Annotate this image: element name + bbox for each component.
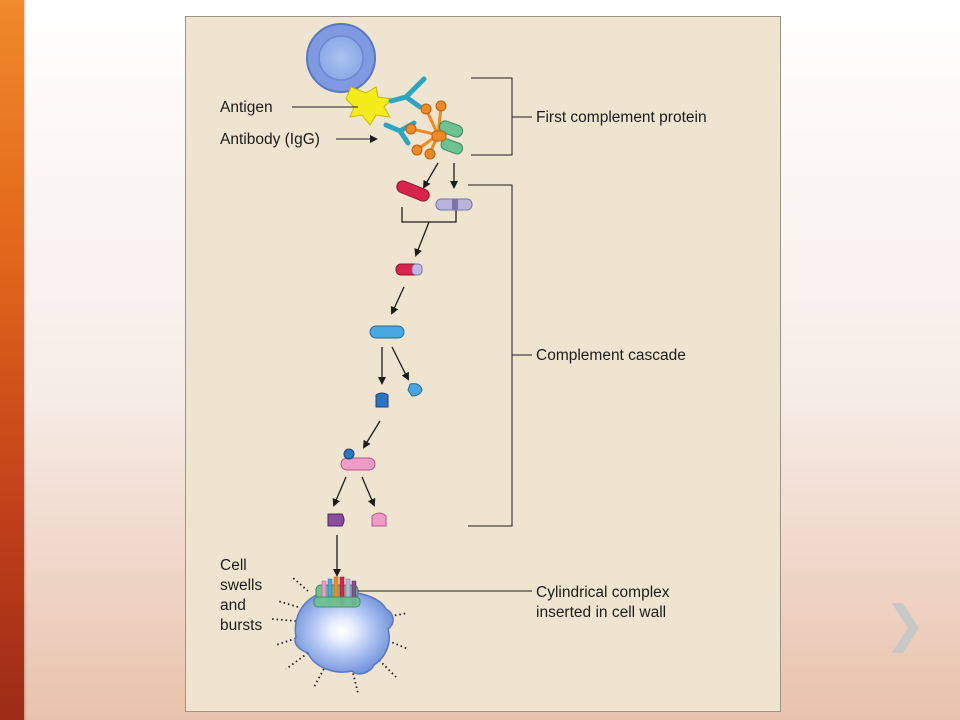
cell-label-line4: bursts <box>220 617 262 634</box>
first-complement-protein <box>405 100 464 160</box>
left-accent-bar <box>0 0 27 720</box>
complement-diagram: Antigen Antibody (IgG) First complement … <box>220 23 707 694</box>
membrane-attack-complex <box>313 576 361 608</box>
antibody-shapes <box>383 76 427 146</box>
blue-fragment-long <box>369 325 405 339</box>
blue-fragment-small-left <box>375 392 389 408</box>
lavender-fragment-1 <box>435 198 473 211</box>
cell-label-line2: swells <box>220 577 262 594</box>
cascade-label: Complement cascade <box>536 347 686 364</box>
complex-label-line1: Cylindrical complex <box>536 584 670 601</box>
cascade-arrows <box>332 162 458 577</box>
diagram-panel: Antigen Antibody (IgG) First complement … <box>185 16 781 712</box>
cell-label-line3: and <box>220 597 246 614</box>
red-fragment-1 <box>396 180 430 202</box>
antigen-label: Antigen <box>220 99 273 116</box>
red-lavender-fragment <box>395 263 423 276</box>
cell-label-line1: Cell <box>220 557 247 574</box>
first-protein-label: First complement protein <box>536 109 707 126</box>
blue-fragment-small-right <box>407 383 423 397</box>
pink-fragment <box>371 512 387 527</box>
pink-blue-fragment <box>340 448 376 471</box>
antigen-shape <box>345 86 394 126</box>
complex-label-line2: inserted in cell wall <box>536 604 666 621</box>
first-protein-bracket <box>471 77 532 156</box>
bursting-cell <box>271 576 409 694</box>
cascade-bracket <box>468 184 532 527</box>
target-cell-top <box>306 23 376 93</box>
antibody-label: Antibody (IgG) <box>220 131 320 148</box>
purple-fragment <box>327 513 345 527</box>
chevron-right-icon[interactable]: ❯ <box>884 595 926 653</box>
